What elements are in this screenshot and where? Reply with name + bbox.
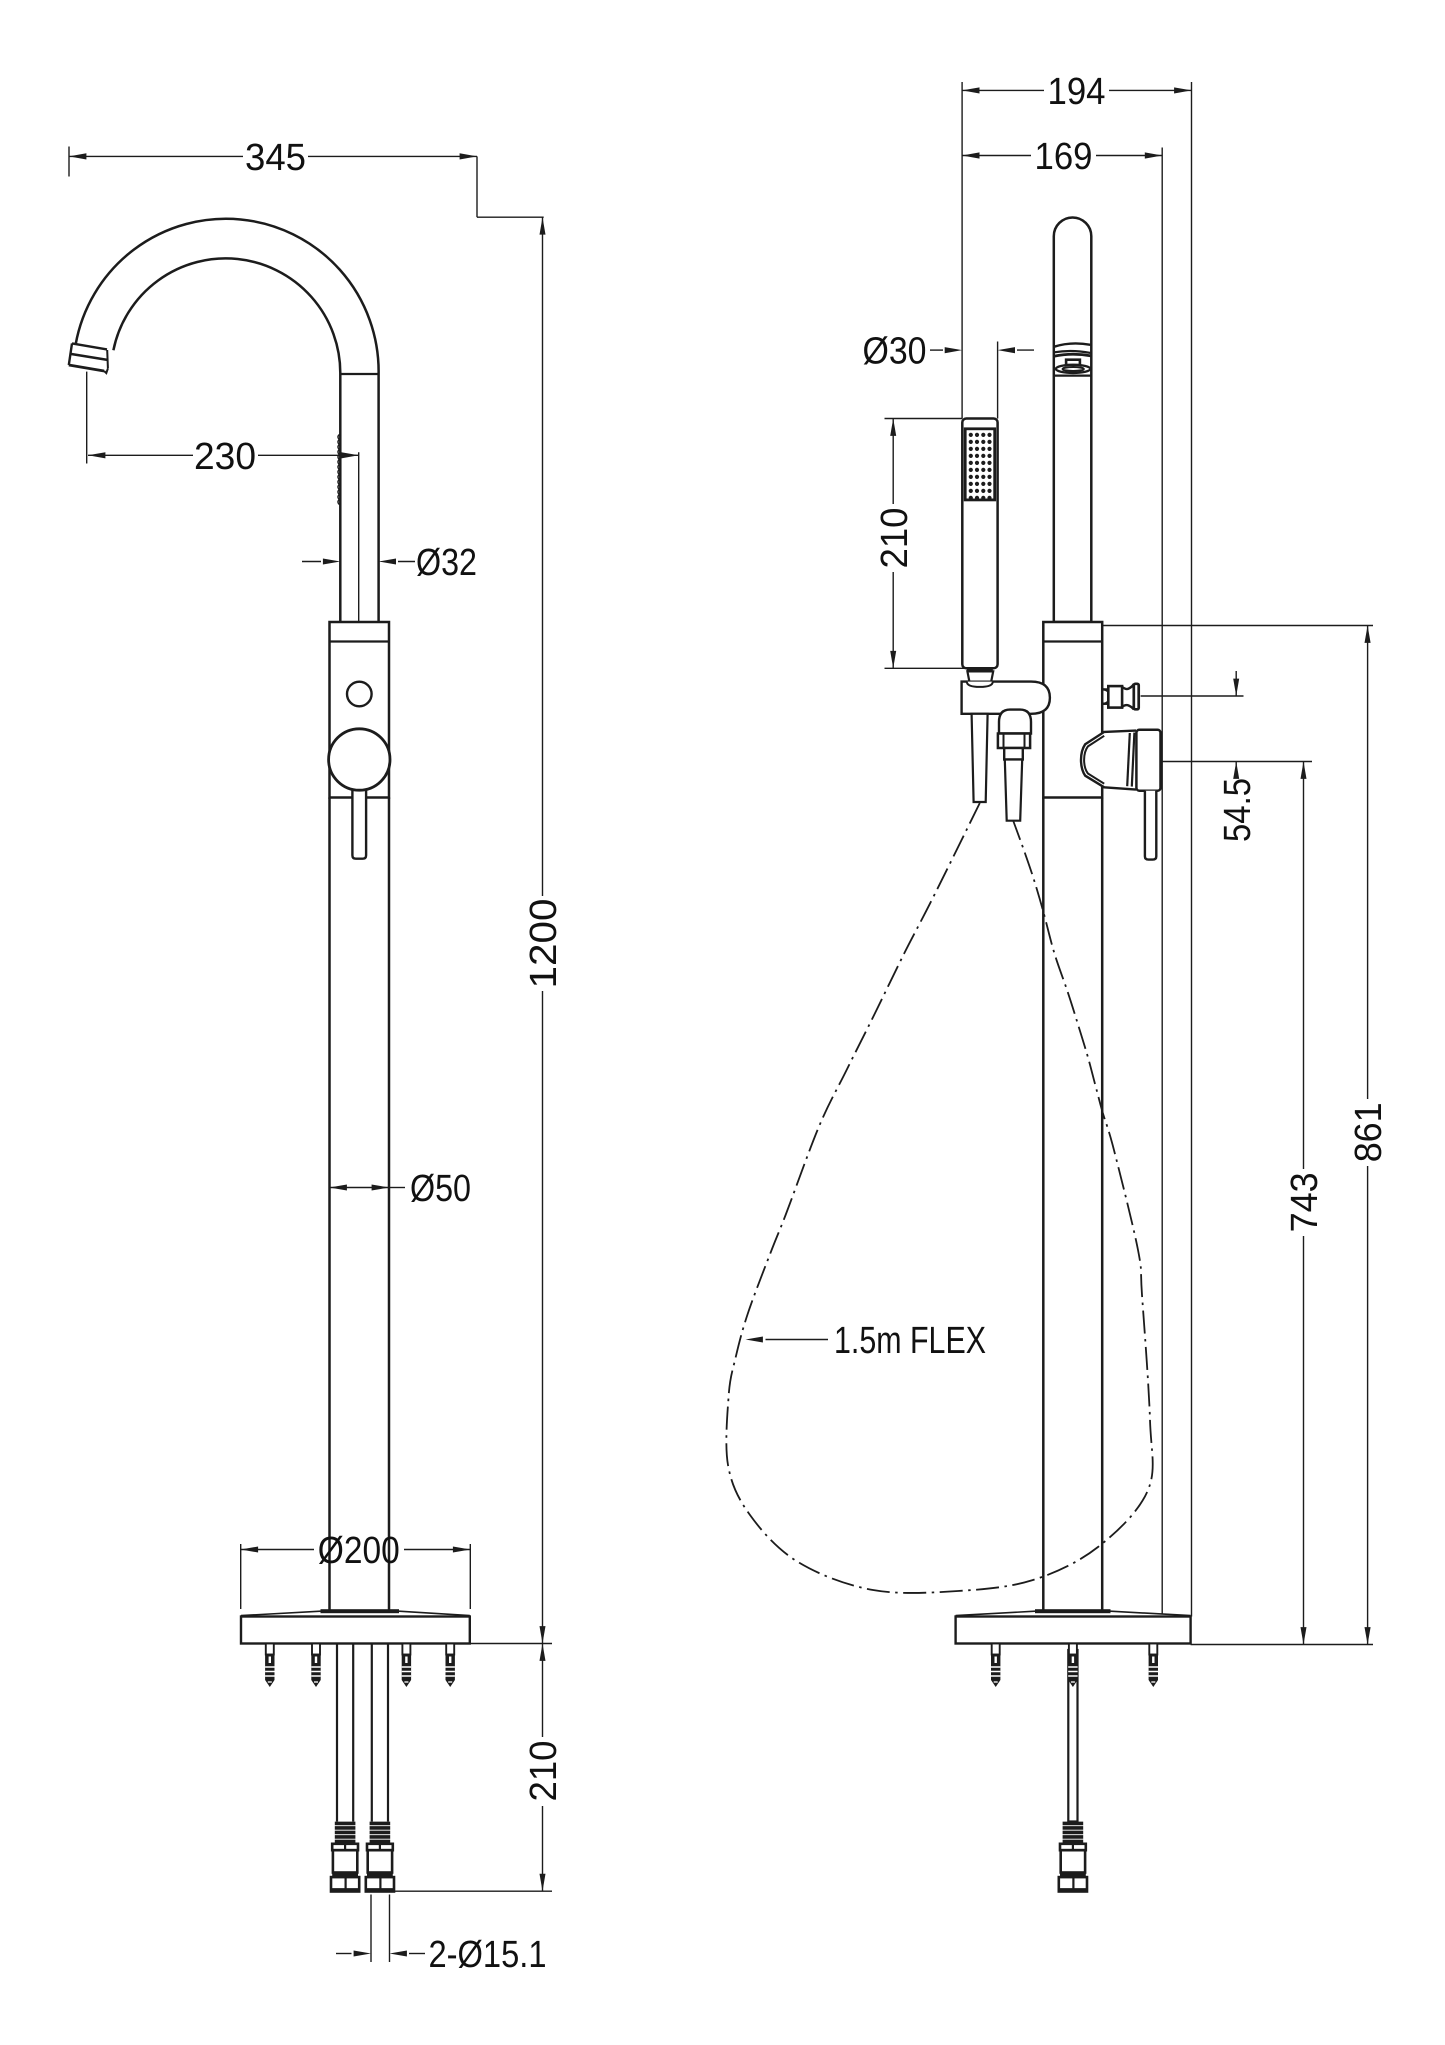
- svg-text:1200: 1200: [523, 899, 565, 989]
- svg-text:54.5: 54.5: [1217, 778, 1259, 842]
- svg-text:Ø30: Ø30: [863, 331, 927, 373]
- svg-text:Ø200: Ø200: [318, 1530, 400, 1572]
- svg-text:210: 210: [874, 508, 916, 569]
- svg-text:345: 345: [245, 137, 306, 179]
- svg-text:Ø32: Ø32: [416, 542, 477, 584]
- svg-text:Ø50: Ø50: [410, 1168, 471, 1210]
- svg-text:743: 743: [1284, 1172, 1326, 1232]
- svg-text:861: 861: [1348, 1102, 1390, 1162]
- svg-text:194: 194: [1048, 71, 1106, 113]
- svg-text:230: 230: [194, 436, 256, 478]
- svg-text:2-Ø15.1: 2-Ø15.1: [429, 1934, 547, 1976]
- svg-text:169: 169: [1035, 136, 1093, 178]
- svg-text:1.5m FLEX: 1.5m FLEX: [834, 1320, 986, 1362]
- svg-text:210: 210: [523, 1741, 565, 1802]
